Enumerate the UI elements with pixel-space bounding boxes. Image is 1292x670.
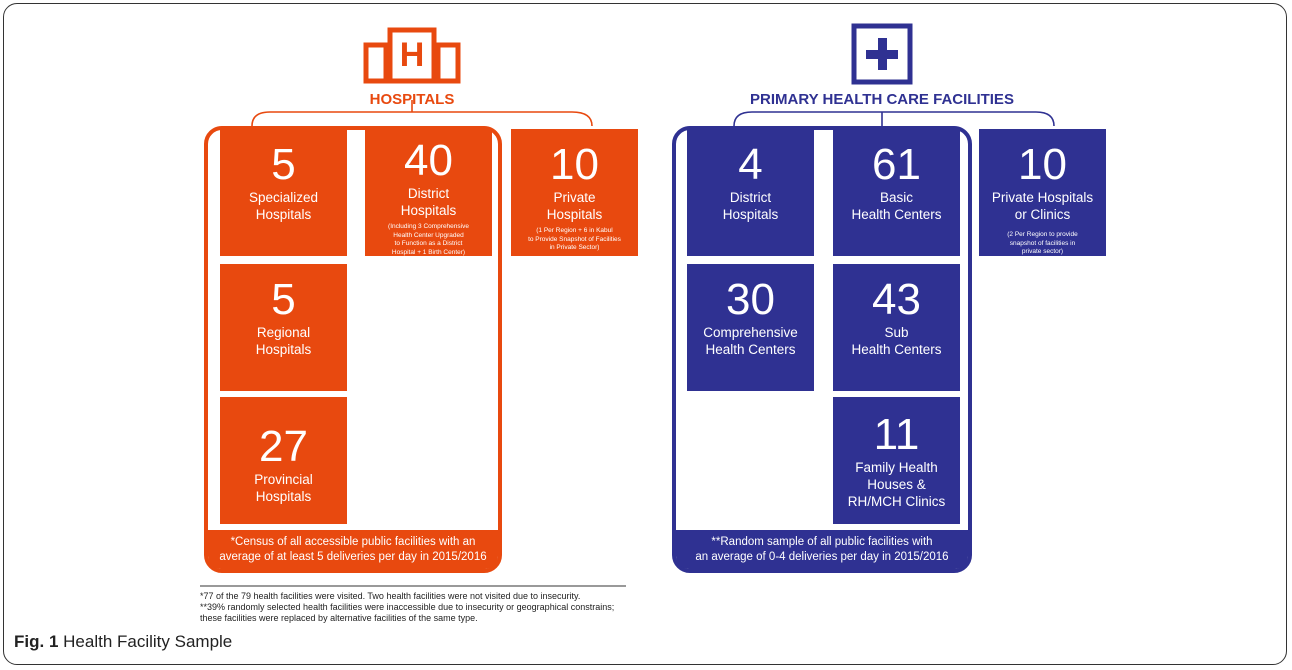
tile-number: 4 [738,140,763,189]
footnote-2: **39% randomly selected health facilitie… [200,602,615,612]
tile-specialized-hospitals: 5 Specialized Hospitals [220,129,347,256]
tile-note: (1 Per Region + 6 in Kabul to Provide Sn… [528,227,621,251]
tile-provincial-hospitals: 27 Provincial Hospitals [220,397,347,524]
tile-label: District Hospitals [722,190,779,222]
hospitals-frame [204,126,502,573]
tile-number: 61 [872,140,921,189]
hospital-building-icon [363,27,461,84]
census-note: *Census of all accessible public facilit… [219,536,487,563]
tile-label: Private Hospitals [546,190,603,222]
hospitals-title: HOSPITALS [369,91,455,108]
tile-number: 10 [550,140,599,189]
tile-label: Specialized Hospitals [248,190,319,222]
tile-number: 40 [404,136,453,185]
figure-label: Fig. 1 [14,632,59,651]
tile-sub-health-centers: 43 Sub Health Centers [833,264,960,391]
figure-caption: Fig. 1 Health Facility Sample [14,632,232,652]
tile-comprehensive-health-centers: 30 Comprehensive Health Centers [687,264,814,391]
tile-number: 30 [726,275,775,324]
tile-private-hospitals-clinics: 10 Private Hospitals or Clinics (2 Per R… [979,129,1106,256]
figure-frame [3,3,1287,665]
sample-note: **Random sample of all public facilities… [695,536,949,563]
tile-basic-health-centers: 61 Basic Health Centers [833,129,960,256]
health-cross-icon [851,23,913,85]
tile-number: 5 [271,275,296,324]
tile-private-hospitals: 10 Private Hospitals (1 Per Region + 6 i… [511,129,638,256]
tile-family-health-houses: 11 Family Health Houses & RH/MCH Clinics [833,397,960,524]
tile-note: (Including 3 Comprehensive Health Center… [388,223,469,256]
tile-phc-district-hospitals: 4 District Hospitals [687,129,814,256]
sample-note-bar [676,530,968,569]
tile-label: Private Hospitals or Clinics [991,190,1094,222]
tile-number: 5 [271,140,296,189]
tile-label: Family Health Houses & RH/MCH Clinics [847,460,946,509]
tile-label: Regional Hospitals [255,325,312,357]
hospital-letter: H [399,36,425,74]
tile-number: 10 [1018,140,1067,189]
phc-title: PRIMARY HEALTH CARE FACILITIES [750,91,1014,108]
footnote-1: *77 of the 79 health facilities were vis… [200,591,581,601]
tile-district-hospitals: 40 District Hospitals (Including 3 Compr… [365,129,492,256]
tile-number: 27 [259,422,308,471]
figure-caption-text: Health Facility Sample [63,632,233,651]
hospitals-bracket [251,111,593,127]
phc-frame [672,126,972,573]
tile-label: Sub Health Centers [851,325,942,357]
tile-regional-hospitals: 5 Regional Hospitals [220,264,347,391]
tile-note: (2 Per Region to provide snapshot of fac… [1007,231,1078,255]
census-note-bar [208,530,498,569]
tile-label: District Hospitals [400,186,457,218]
tile-number: 11 [873,410,920,459]
tile-label: Basic Health Centers [851,190,942,222]
tile-label: Provincial Hospitals [254,472,313,504]
tile-number: 43 [872,275,921,324]
footnote-3: these facilities were replaced by altern… [200,613,478,623]
phc-bracket [733,111,1055,127]
tile-label: Comprehensive Health Centers [703,325,798,357]
